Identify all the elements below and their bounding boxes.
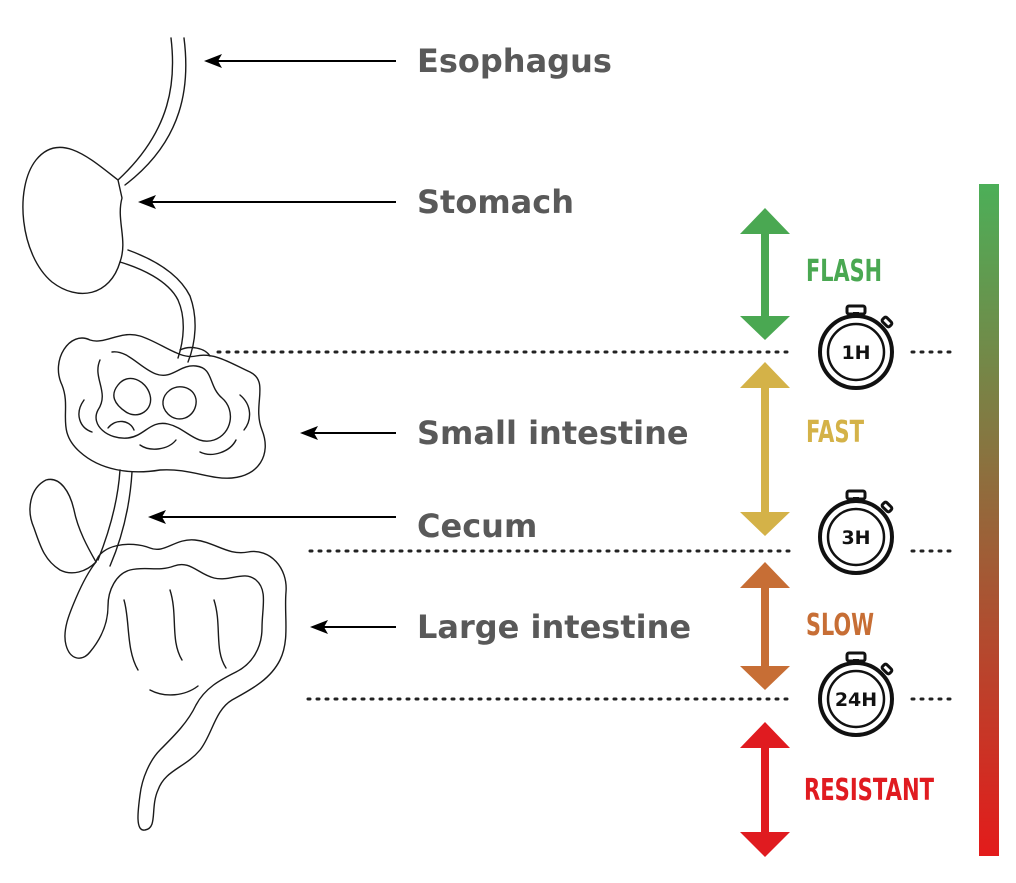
cecum-shape: [29, 478, 97, 574]
zone-label-fast: FAST: [806, 415, 864, 450]
label-stomach: Stomach: [417, 183, 574, 221]
zone-label-flash: FLASH: [806, 254, 882, 289]
zone-labels: FLASH FAST SLOW RESISTANT: [804, 254, 934, 808]
resistant-zone-arrow: [740, 722, 790, 857]
timer-label-1h: 1H: [841, 342, 870, 364]
slow-zone-arrow: [740, 562, 790, 690]
arrow-esophagus: [204, 54, 396, 68]
stopwatch-3h-icon: 3H: [818, 489, 894, 575]
timer-label-3h: 3H: [841, 527, 870, 549]
ileum-shape: [97, 469, 133, 567]
zone-label-resistant: RESISTANT: [804, 773, 934, 808]
arrow-large-intestine: [310, 620, 396, 634]
label-esophagus: Esophagus: [417, 42, 612, 80]
arrow-cecum: [148, 510, 396, 524]
stomach-shape: [22, 146, 124, 295]
label-small-intestine: Small intestine: [417, 414, 689, 452]
large-intestine-shape: [64, 539, 287, 831]
esophagus-shape: [117, 37, 187, 186]
boundary-lines: [216, 350, 954, 701]
duodenum-shape: [119, 249, 196, 363]
pointer-arrows: [138, 54, 396, 634]
zone-label-slow: SLOW: [806, 608, 874, 643]
speed-gradient-bar: [979, 184, 999, 856]
small-intestine-shape: [57, 333, 266, 479]
organ-labels: Esophagus Stomach Small intestine Cecum …: [417, 42, 691, 646]
zone-arrows: [740, 208, 790, 857]
fast-zone-arrow: [740, 362, 790, 536]
label-large-intestine: Large intestine: [417, 608, 691, 646]
arrow-stomach: [138, 195, 396, 209]
timer-label-24h: 24H: [835, 689, 877, 711]
label-cecum: Cecum: [417, 507, 537, 545]
stopwatch-24h-icon: 24H: [818, 651, 894, 737]
digestive-tract-illustration: [22, 37, 287, 831]
arrow-small-intestine: [300, 426, 396, 440]
flash-zone-arrow: [740, 208, 790, 340]
stopwatch-1h-icon: 1H: [818, 304, 894, 390]
